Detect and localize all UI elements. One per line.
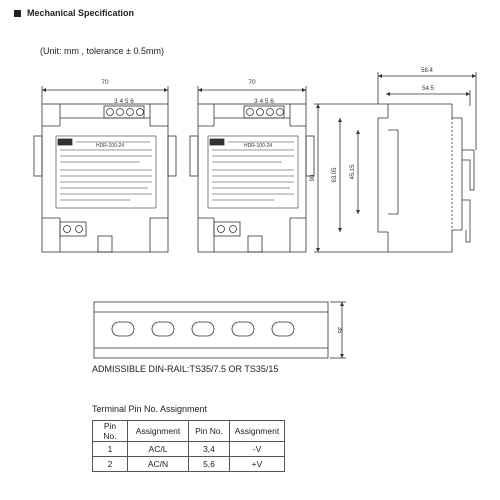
table-header-cell: Pin No. [92,420,128,442]
label-plate [55,135,157,209]
label-plate [207,135,299,209]
table-cell: 3,4 [188,441,230,457]
rail-slot [151,321,175,337]
height-b-text: 45.15 [350,164,356,180]
unit-note: (Unit: mm , tolerance ± 0.5mm) [40,46,164,56]
table-header-cell: Assignment [127,420,189,442]
bottom-terminal-block [59,221,87,237]
din-rail [93,301,346,359]
side-view [314,72,477,253]
table-row: 2 AC/N 5,6 +V [92,456,285,472]
front-right-terminal-numbers: 3 4 5 6 [254,98,274,105]
table-cell: 1 [92,441,128,457]
rail-slot [231,321,255,337]
front-left-width-text: 70 [101,79,109,86]
front-right-width-text: 70 [248,79,256,86]
bullet-square-icon [14,9,21,17]
side-outline [377,103,463,253]
table-cell: +V [229,456,285,472]
height-a-text: 63.05 [332,167,338,183]
section-header: Mechanical Specification [14,8,134,18]
front-left-model-label: HDR-100-24 [96,143,124,149]
table-cell: AC/L [127,441,189,457]
front-right-model-label: HDR-100-24 [244,143,272,149]
table-cell: AC/N [127,456,189,472]
bottom-terminal-block [213,221,241,237]
table-header-cell: Pin No. [188,420,230,442]
rail-slot [191,321,215,337]
rail-slot [111,321,135,337]
table-cell: -V [229,441,285,457]
table-cell: 2 [92,456,128,472]
top-terminal-block [103,105,145,119]
table-cell: 5,6 [188,456,230,472]
front-view-right [189,86,315,253]
din-rail-label: ADMISSIBLE DIN-RAIL:TS35/7.5 OR TS35/15 [92,364,279,374]
height-total-text: 90 [310,174,316,181]
section-title: Mechanical Specification [27,8,135,18]
depth-total-text: 58.4 [421,68,433,74]
front-left-terminal-numbers: 3 4 5 6 [114,98,134,105]
rail-height-text: 35 [336,327,342,334]
table-header-cell: Assignment [229,420,285,442]
rail-outline [93,301,329,359]
terminal-pin-table: Pin No. Assignment Pin No. Assignment 1 … [92,420,285,472]
table-row: 1 AC/L 3,4 -V [92,441,285,457]
rail-slot [271,321,295,337]
front-view-left [33,86,177,253]
top-terminal-block [243,105,285,119]
depth-inner-text: 54.5 [422,86,434,92]
unit-body [41,103,169,253]
table-header-row: Pin No. Assignment Pin No. Assignment [92,420,285,442]
terminal-table-title: Terminal Pin No. Assignment [92,404,208,414]
